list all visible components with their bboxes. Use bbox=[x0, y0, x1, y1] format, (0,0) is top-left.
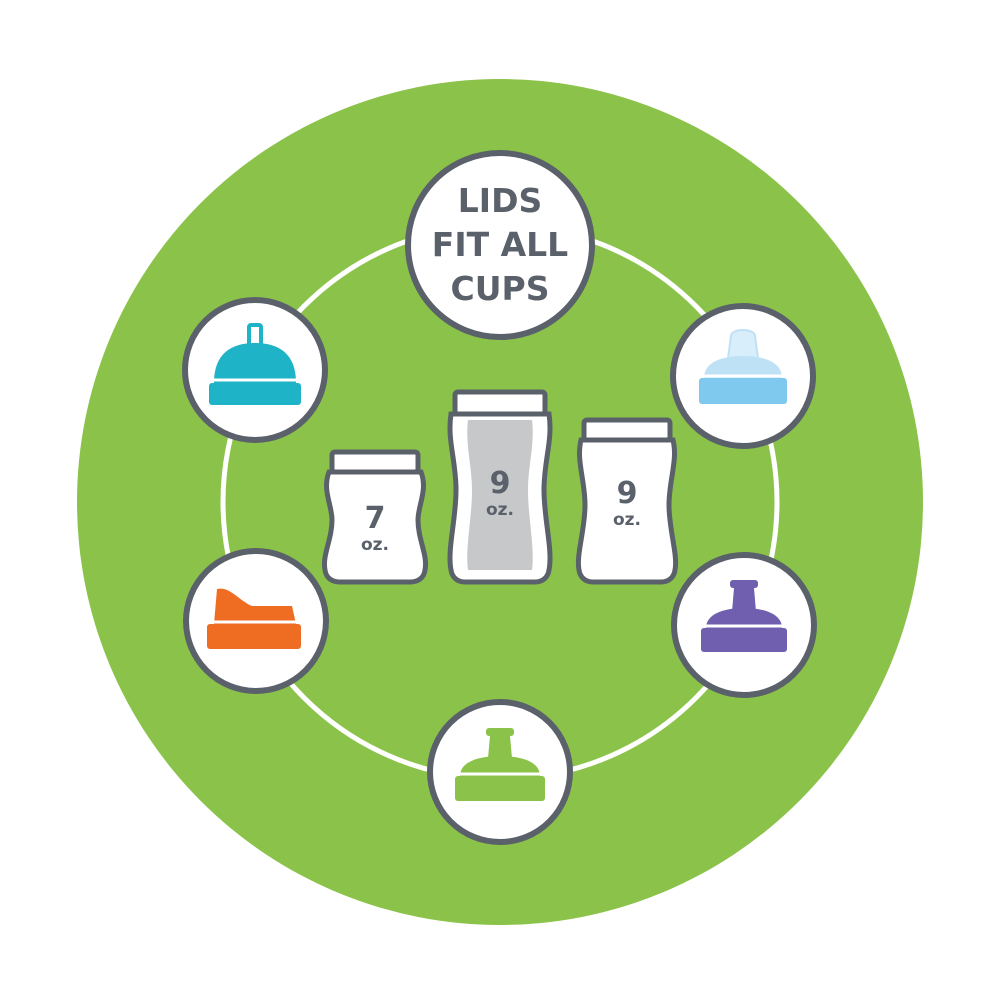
headline-line-1: LIDS bbox=[458, 181, 542, 220]
lid-bubble-flip-spout bbox=[183, 548, 329, 694]
flip-spout-lid-icon bbox=[207, 588, 301, 649]
cup-7oz: 7 oz. bbox=[321, 449, 429, 585]
headline-bubble: LIDS FIT ALL CUPS bbox=[405, 150, 595, 340]
cup-9oz-right-unit: oz. bbox=[613, 510, 641, 530]
spout-lid-icon bbox=[701, 580, 787, 652]
sport-spout-lid-icon bbox=[455, 728, 545, 801]
straw-lid-icon bbox=[209, 323, 301, 405]
cup-9oz-center-amount: 9 bbox=[490, 466, 511, 501]
lid-bubble-spout bbox=[671, 552, 817, 698]
cup-9oz-right: 9 oz. bbox=[575, 417, 679, 585]
cup-9oz-right-amount: 9 bbox=[617, 476, 638, 511]
cup-9oz-center-unit: oz. bbox=[486, 500, 514, 520]
cup-9oz-center: 9 oz. bbox=[447, 389, 553, 585]
lid-bubble-soft-spout bbox=[670, 303, 816, 449]
lid-bubble-sport-spout bbox=[427, 699, 573, 845]
soft-spout-lid-icon bbox=[699, 329, 787, 404]
headline-line-3: CUPS bbox=[451, 269, 550, 308]
lid-bubble-straw bbox=[182, 297, 328, 443]
cup-7oz-amount: 7 bbox=[365, 501, 386, 536]
cup-7oz-unit: oz. bbox=[361, 535, 389, 555]
headline-line-2: FIT ALL bbox=[432, 225, 568, 264]
